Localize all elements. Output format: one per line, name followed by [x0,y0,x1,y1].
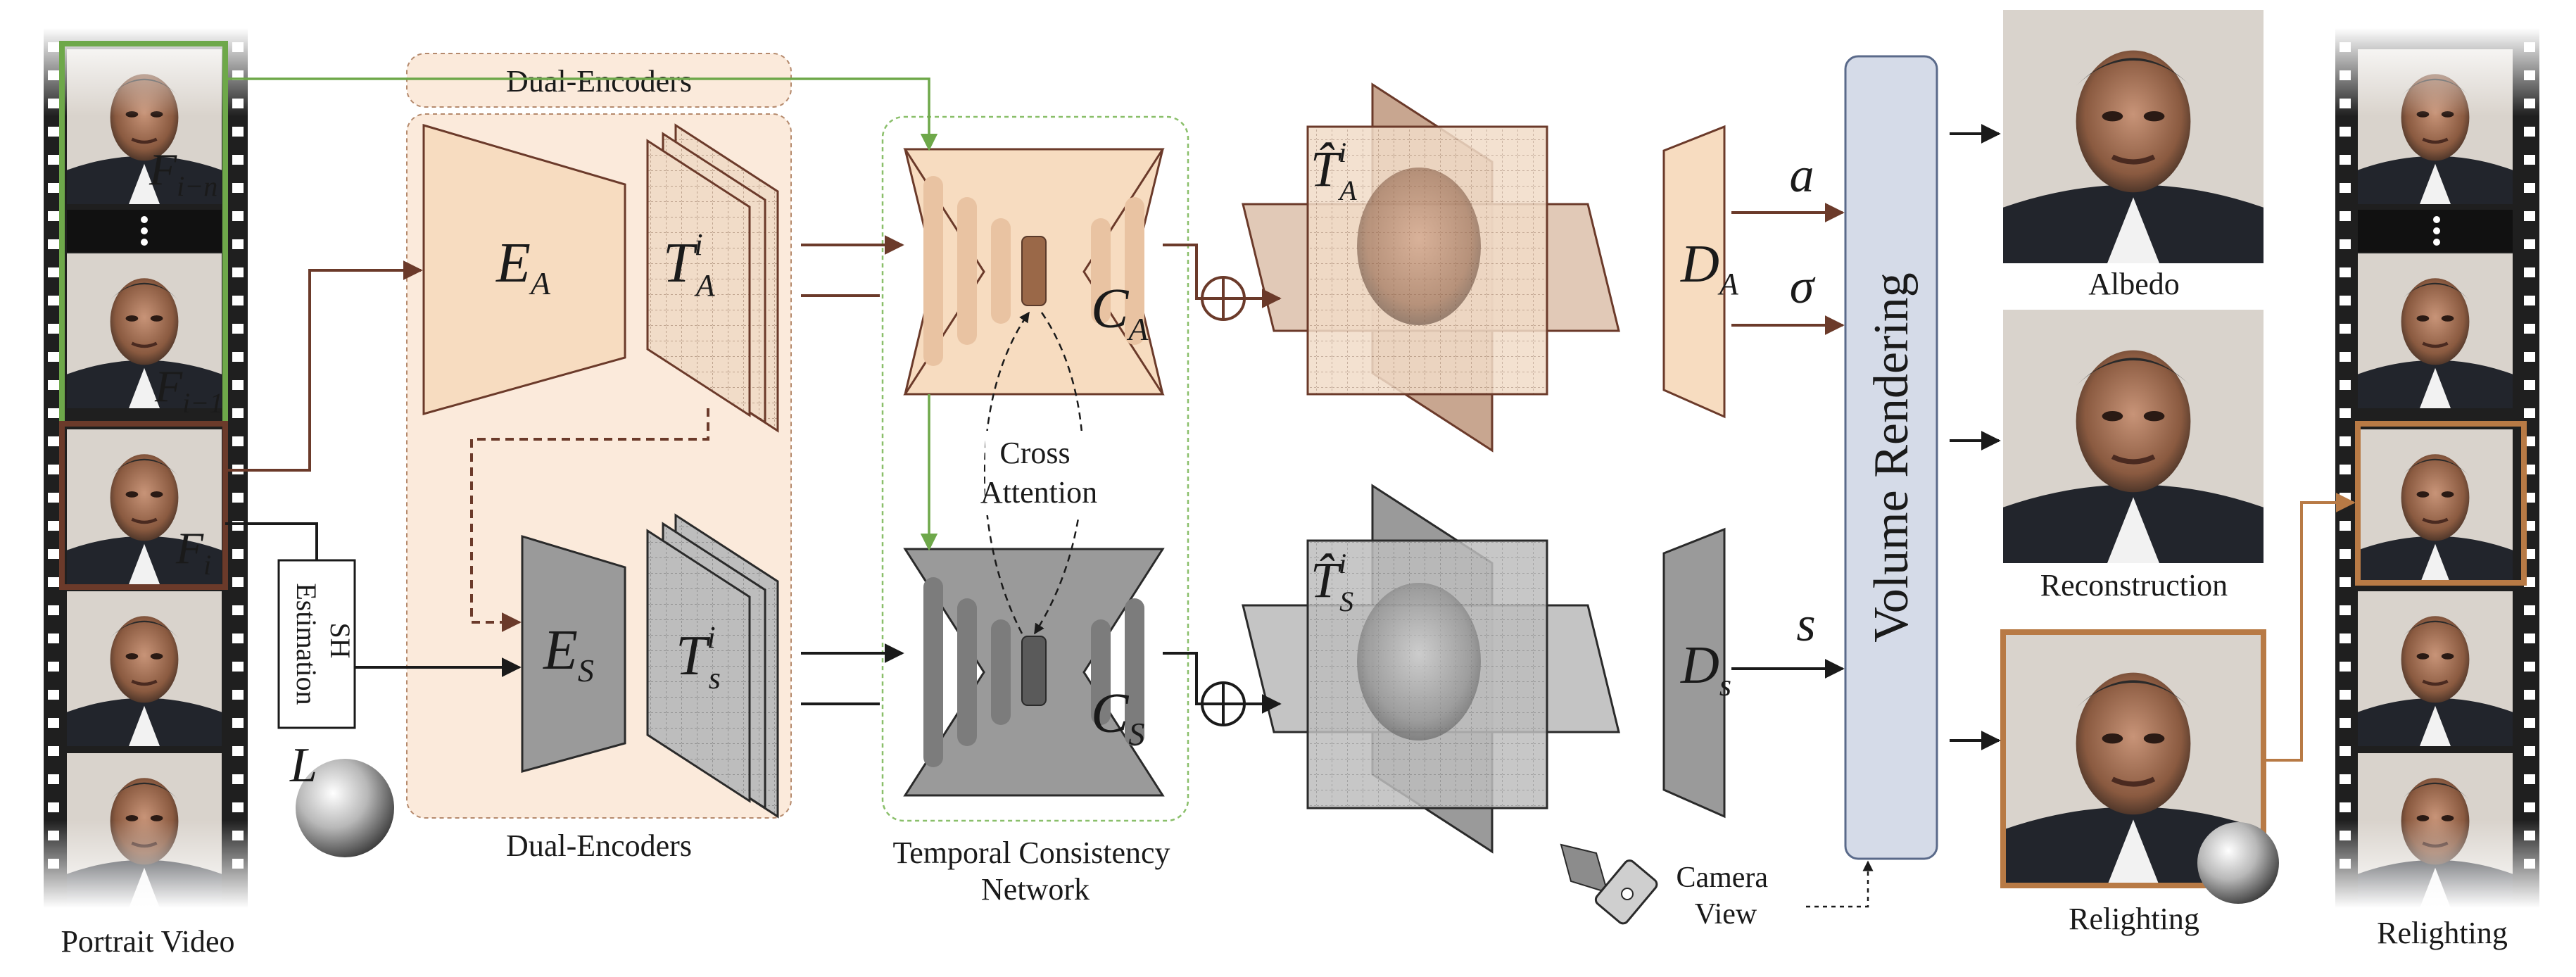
plus-circle-icon [1201,276,1246,321]
temporal-consistency-label: Temporal Consistency Network [892,836,1177,907]
decoder-shading [1662,527,1726,819]
frame-label-f-i: Fi [175,523,211,581]
volume-rendering-label: Volume Rendering [1864,272,1919,643]
relighting-label: Relighting [2069,902,2199,936]
frame-label-f-i-1: Fi−1 [154,361,223,419]
frame-label-f-i-n: Fi−n [149,144,217,202]
relighting-image [2000,629,2279,904]
camera-view-label: Camera View [1676,862,1775,931]
arrow-icon-cs-plus [1163,652,1202,705]
dual-encoders-bottom-label: Dual-Encoders [506,828,692,863]
temporal-consistency-panel [881,115,1189,822]
arrow-icon-fi-sh [225,522,318,560]
portrait-video-label: Portrait Video [61,924,234,959]
reconstruction-label: Reconstruction [2040,568,2228,603]
arrow-icon-relight-film [2266,493,2356,762]
arrow-icon [225,77,938,151]
output-sigma-label: σ [1790,260,1816,314]
arrow-icon-ca-plus [1163,244,1202,300]
plus-circle-icon-2 [1201,681,1246,726]
arrow-icon-fi-ea [225,260,423,472]
sphere-light-icon [296,759,394,857]
relighting-right-label: Relighting [2377,916,2508,950]
output-triplane-albedo [1242,82,1620,453]
dual-encoders-top-label: Dual-Encoders [506,64,692,99]
sphere-light-icon-2 [2197,822,2279,904]
network-albedo-label: CA [1091,278,1149,347]
camera-icon [1560,843,1658,925]
cross-attention-arrow-up [983,311,1030,634]
decoder-albedo-label: DA [1680,234,1739,301]
volume-rendering-block [1844,55,1938,860]
network-shading [903,548,1165,797]
decoder-albedo [1662,125,1726,419]
output-triplane-shading [1242,484,1620,854]
reconstruction-image [2003,310,2264,563]
dual-encoders-header [406,53,792,108]
film-strip-icon [44,28,248,908]
current-frame-box [59,421,228,590]
albedo-image [2003,10,2264,263]
output-a-label: a [1790,149,1814,203]
albedo-label: Albedo [2088,267,2180,301]
encoder-albedo-label: EA [495,232,551,301]
triplane-shading [646,513,779,819]
sh-estimation-label: SH Estimation [291,583,356,705]
encoder-shading [521,534,626,773]
encoder-shading-label: ES [543,619,594,688]
film-strip-icon-right [2335,28,2539,908]
network-albedo [903,148,1165,396]
network-shading-label: CS [1091,683,1144,752]
cross-attention-label: Cross Attention [980,436,1097,510]
sh-estimation-box [277,559,356,729]
decoder-shading-label: Ds [1680,636,1731,702]
relit-current-frame-box [2355,421,2527,586]
arrow-icon-camera [1806,860,1874,908]
light-symbol: L [289,738,317,793]
arrow-icon-ta-es [470,408,709,632]
encoder-albedo [422,123,626,415]
output-s-label: s [1796,598,1815,652]
triplane-albedo [646,123,779,433]
